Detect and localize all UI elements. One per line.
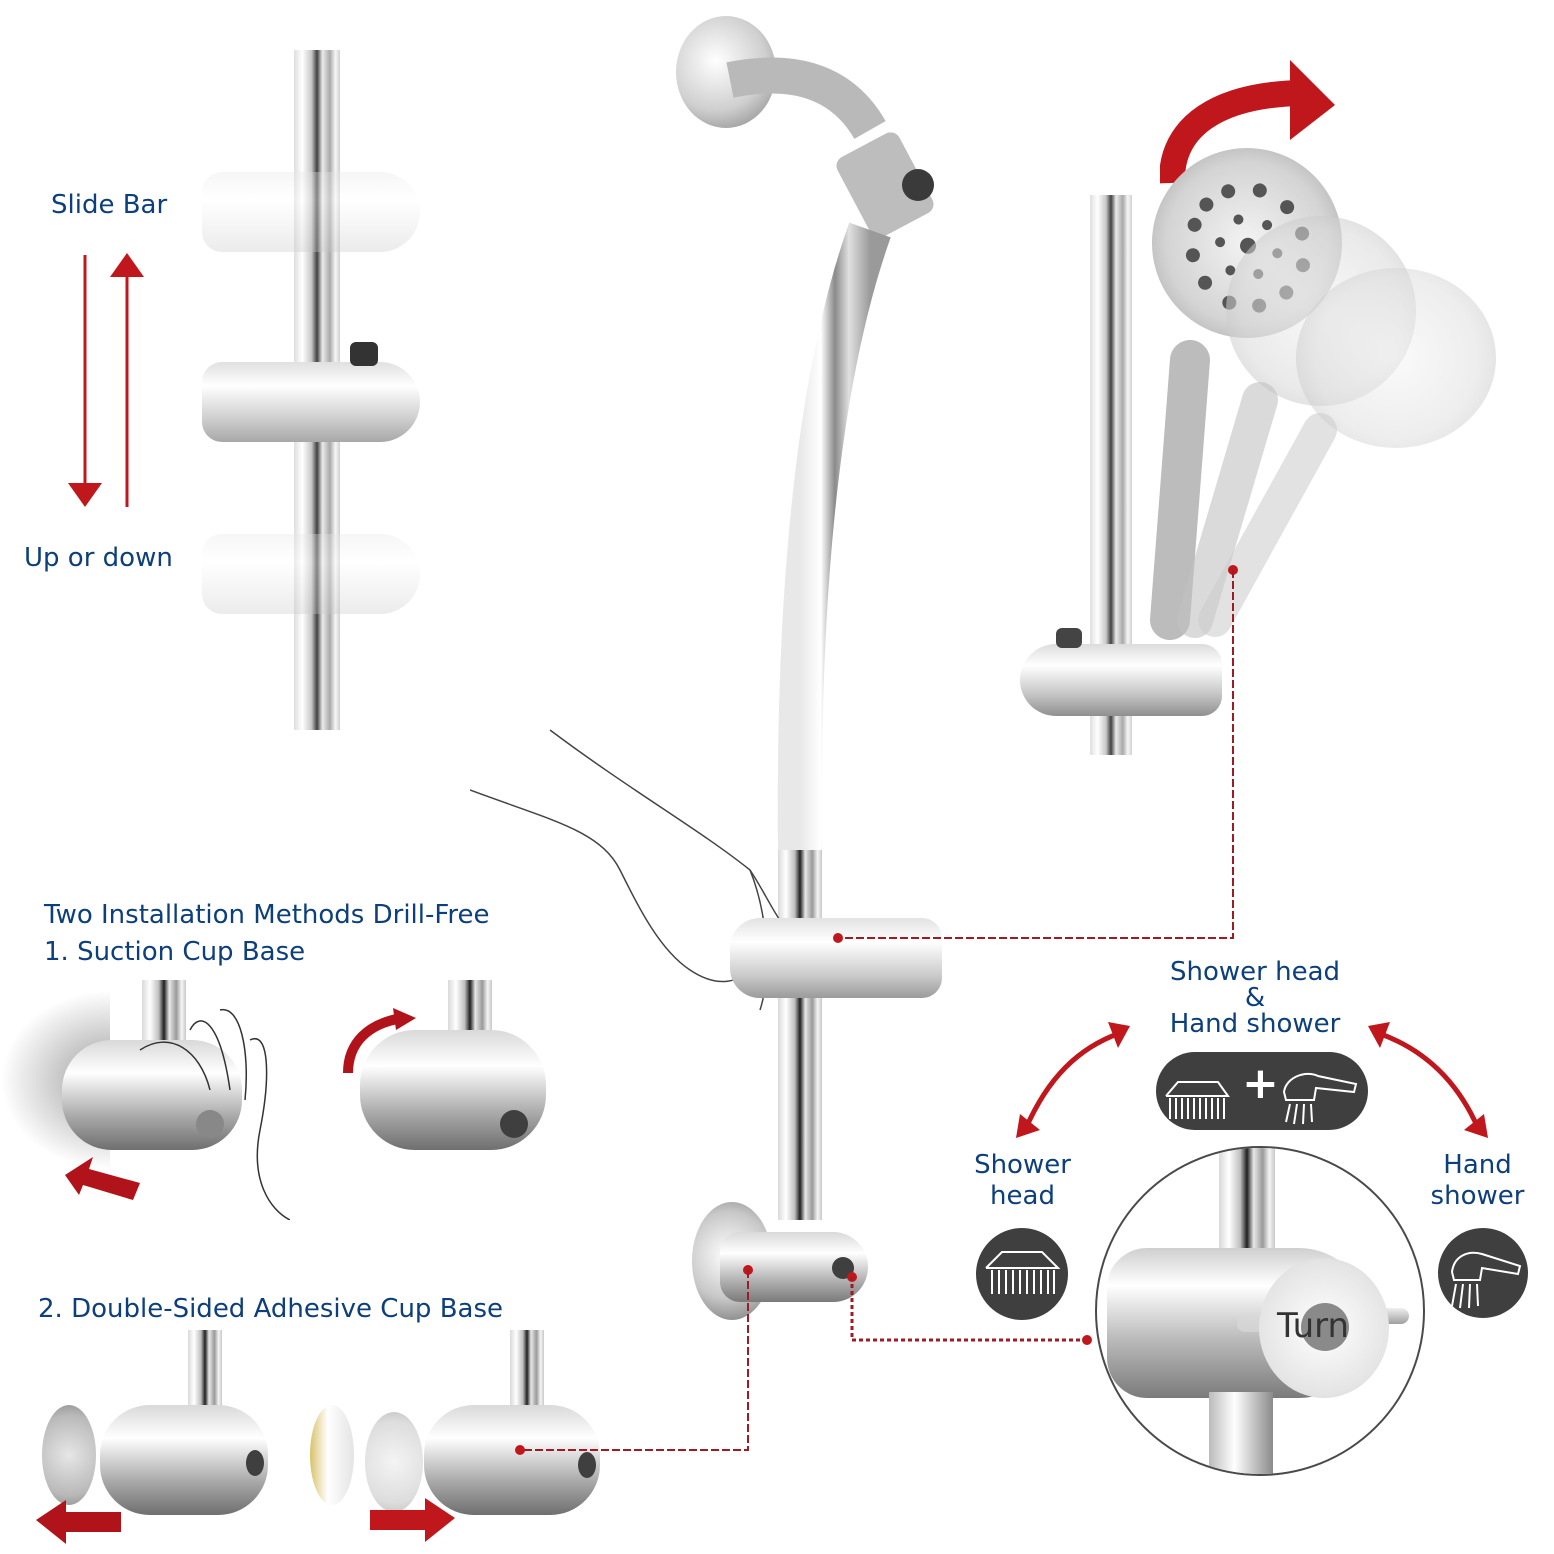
slider-bracket-middle[interactable] (202, 362, 420, 442)
mode-shower-head-icon[interactable] (976, 1228, 1068, 1320)
adhesive-base-knob-2 (578, 1452, 596, 1478)
turn-label: Turn (1277, 1306, 1350, 1346)
adhesive-pad-image (310, 1405, 354, 1505)
connector-line-slider (833, 565, 1238, 943)
method-2-label: 2. Double-Sided Adhesive Cup Base (38, 1294, 504, 1324)
mode-switch-left-arrow-icon (1016, 1022, 1130, 1138)
connector-line-base (515, 1265, 753, 1455)
mode-switch-right-arrow-icon (1368, 1022, 1488, 1138)
up-or-down-caption: Up or down (24, 543, 173, 573)
shower-arm-image (726, 57, 934, 860)
mode-both-line2: & (1244, 983, 1266, 1014)
mode-shower-head-line1: Shower (974, 1150, 1071, 1180)
hand-shower-holder[interactable] (1020, 644, 1222, 716)
mode-hand-shower-line1: Hand (1443, 1150, 1512, 1180)
suction-base-knob-2 (500, 1110, 528, 1138)
mode-both-line3: Hand shower (1169, 1008, 1341, 1039)
pull-left-arrow-icon (36, 1500, 121, 1544)
mode-hand-shower-label: Hand shower (1415, 1150, 1540, 1212)
installation-heading: Two Installation Methods Drill-Free (44, 900, 490, 930)
shower-head-icon (985, 1251, 1061, 1294)
mode-hand-shower-line2: shower (1430, 1181, 1525, 1212)
mode-shower-head-label: Shower head (960, 1150, 1085, 1212)
adhesive-disc-image (365, 1412, 423, 1512)
hand-shower-icon (1450, 1251, 1522, 1309)
suction-cup-disc-image (42, 1405, 96, 1505)
suction-base-knob-1 (196, 1110, 224, 1138)
shower-head-plus-hand-shower-icon (1165, 1072, 1358, 1125)
zoom-knob-center (1301, 1303, 1349, 1351)
rotate-arrow-icon (1160, 60, 1335, 184)
slider-faded-bottom (202, 534, 420, 614)
hand-outline-image (139, 1009, 290, 1220)
mode-both-line1: Shower head (1169, 957, 1340, 987)
push-arrow-icon (65, 1157, 140, 1200)
zoom-hose-nut-image (1209, 1392, 1273, 1474)
holder-button-icon (1056, 628, 1082, 648)
mode-both-icon[interactable]: + (1156, 1052, 1368, 1130)
method-1-label: 1. Suction Cup Base (44, 937, 306, 967)
slide-bar-title: Slide Bar (51, 190, 168, 220)
push-right-arrow-icon (370, 1498, 455, 1542)
diverter-zoom-circle: Turn (1095, 1146, 1425, 1476)
adhesive-base-body-1 (100, 1405, 268, 1515)
up-down-arrows-icon (68, 253, 144, 507)
connector-line-diverter (847, 1272, 1092, 1345)
main-slider-bracket[interactable] (730, 918, 942, 998)
adhesive-base-body-2 (424, 1405, 600, 1515)
mode-hand-shower-icon[interactable] (1438, 1228, 1528, 1318)
main-rail-image (778, 850, 822, 1220)
slider-button-icon (350, 342, 378, 366)
mode-shower-head-line2: head (990, 1181, 1055, 1212)
plus-icon: + (1242, 1058, 1279, 1109)
rotate-small-arrow-icon (343, 1008, 416, 1074)
slider-faded-top (202, 172, 420, 252)
adhesive-base-knob-1 (246, 1450, 264, 1476)
mode-both-label: Shower head & Hand shower (1150, 957, 1360, 1040)
